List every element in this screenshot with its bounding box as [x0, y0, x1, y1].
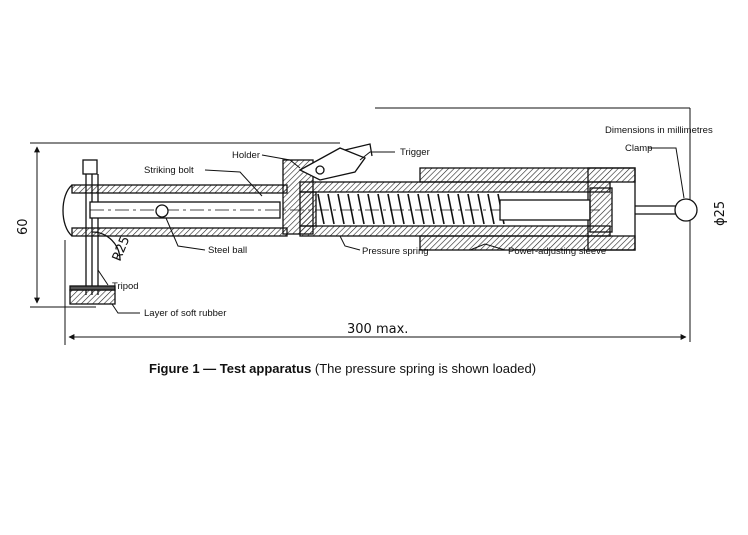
- spring-coil: [367, 193, 375, 225]
- label-tripod: Tripod: [112, 281, 139, 292]
- spring-coil: [317, 193, 325, 225]
- figure-caption: Figure 1 — Test apparatus (The pressure …: [149, 361, 536, 376]
- note-label: Dimensions in millimetres: [605, 125, 713, 136]
- pressure-spring: [317, 193, 505, 225]
- spring-coil: [327, 193, 335, 225]
- spring-coil: [467, 193, 475, 225]
- spring-coil: [427, 193, 435, 225]
- length-dimension: [64, 240, 687, 345]
- label-steel-ball: Steel ball: [208, 245, 247, 256]
- leader-lines: [97, 147, 685, 314]
- spring-coil: [397, 193, 405, 225]
- caption-number: Figure 1 — Test apparatus: [149, 361, 312, 376]
- spring-coil: [347, 193, 355, 225]
- spring-coil: [477, 193, 485, 225]
- spring-coil: [417, 193, 425, 225]
- spring-coil: [377, 193, 385, 225]
- spring-coil: [357, 193, 365, 225]
- label-soft-rubber: Layer of soft rubber: [144, 308, 226, 319]
- spring-coil: [387, 193, 395, 225]
- spring-coil: [457, 193, 465, 225]
- spring-housing: [299, 167, 636, 251]
- spring-coil: [407, 193, 415, 225]
- label-clamp: Clamp: [625, 143, 652, 154]
- height-label: 60: [16, 218, 31, 235]
- spring-coil: [447, 193, 455, 225]
- length-label: 300 max.: [347, 322, 408, 337]
- label-power-adjusting-sleeve: Power-adjusting sleeve: [508, 246, 606, 257]
- spring-coil: [437, 193, 445, 225]
- spring-coil: [337, 193, 345, 225]
- label-holder: Holder: [232, 150, 260, 161]
- label-pressure-spring: Pressure spring: [362, 246, 429, 257]
- label-striking-bolt: Striking bolt: [144, 165, 194, 176]
- diameter-label: ϕ25: [713, 201, 728, 226]
- holder: [282, 143, 373, 235]
- caption-text: (The pressure spring is shown loaded): [311, 361, 537, 376]
- radius-label: R25: [110, 234, 133, 263]
- label-trigger: Trigger: [400, 147, 430, 158]
- spring-coil: [487, 193, 495, 225]
- tripod: [69, 159, 121, 305]
- plunger: [499, 187, 698, 233]
- top-extension: [37, 107, 691, 342]
